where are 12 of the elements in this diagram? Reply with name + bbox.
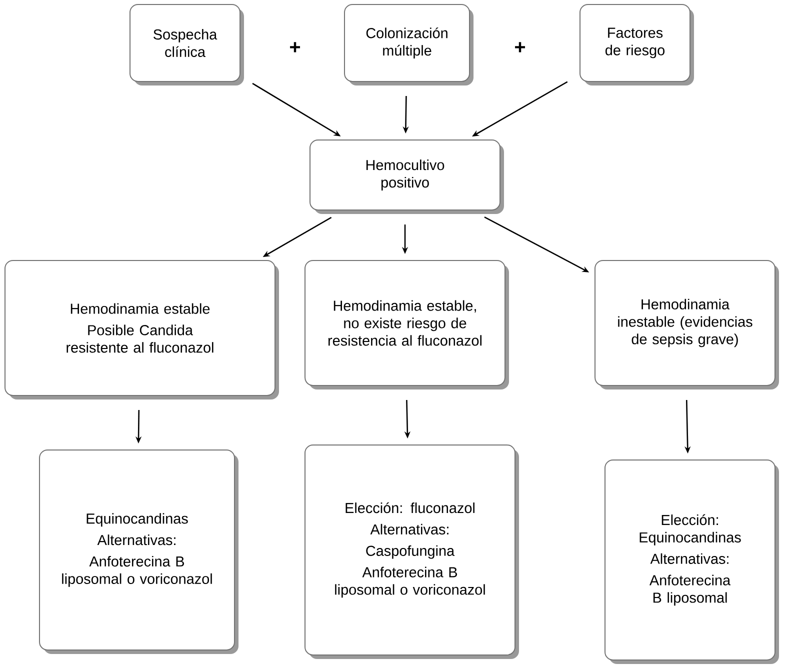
plus-sign: + (515, 42, 526, 52)
process-box: Colonización múltiple (344, 4, 474, 86)
process-box: Hemocultivo positivo (310, 139, 504, 214)
process-box: Hemodinamia inestable (evidencias de sepsis grave) (594, 260, 779, 390)
process-box: Factores de riesgo (580, 4, 694, 86)
process-box: Hemodinamia estable Posible Candida resistente al fluconazol (4, 260, 279, 400)
process-box: Hemodinamia estable, no existe riesgo de resistencia al fluconazol (304, 260, 509, 390)
process-box: Sospecha clínica (130, 4, 244, 86)
process-box: Equinocandinas Alternativas: Anfoterecina B liposomal o voriconazol (39, 449, 238, 654)
plus-sign: + (290, 42, 300, 52)
process-box: Elección: fluconazol Alternativas: Caspofungina Anfoterecina B liposomal o voriconazol (304, 444, 519, 659)
process-box: Elección: Equinocandinas Alternativas: Anfoterecina B liposomal (604, 459, 779, 664)
